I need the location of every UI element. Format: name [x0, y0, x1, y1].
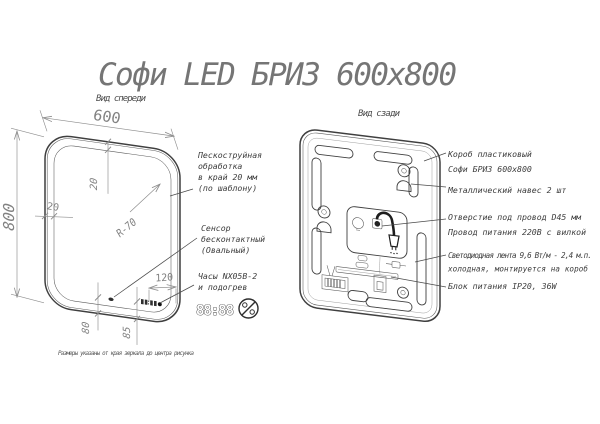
- annotation-power: Блок питания IP20, 36W: [448, 281, 558, 291]
- annotation-line: Сенсор: [201, 223, 231, 233]
- dim-sensor-bottom-value: 80: [81, 321, 92, 335]
- cable-exit-box: [373, 274, 387, 293]
- dim-radius-value: R-70: [114, 217, 139, 240]
- dim-tick: [104, 138, 112, 146]
- dim-tick: [41, 212, 49, 220]
- plug-icon: [388, 234, 400, 255]
- vent-slot: [373, 151, 413, 165]
- mirror-outline: [44, 135, 181, 323]
- annotation-sandblast: Пескоструйная обработка в край 20 мм (по…: [197, 150, 262, 193]
- annotation-line: холодная, монтируется на короб: [447, 265, 588, 274]
- dim-line-clock-width: [149, 283, 176, 292]
- power-supply-block: [321, 265, 349, 293]
- power-cord-icon: [375, 211, 396, 236]
- dim-height-value: 800: [0, 202, 18, 232]
- vent-slot: [347, 290, 369, 303]
- dim-tick: [133, 298, 141, 305]
- dimension-note: Размеры указаны от края зеркала до центр…: [58, 351, 195, 357]
- radius-leader: [129, 180, 160, 213]
- extension-line: [10, 127, 45, 138]
- annotation-line: и подогрев: [198, 282, 247, 292]
- leader-power: [390, 276, 447, 288]
- dim-tick: [94, 310, 102, 317]
- annotation-line: в край 20 мм: [198, 172, 258, 182]
- dim-line-width: [43, 118, 174, 136]
- extension-line: [39, 110, 48, 132]
- lamp-icon: [352, 217, 364, 231]
- hanger-icon: [316, 205, 332, 234]
- vent-slot: [416, 232, 427, 306]
- vent-slot: [311, 227, 322, 275]
- annotation-line: Светодиодная лента 9,6 Вт/м - 2,4 м.п.: [448, 251, 592, 260]
- annotation-line: (Овальный): [201, 245, 250, 255]
- annotation-hanger: Металлический навес 2 шт: [447, 185, 566, 195]
- clock-widget: [141, 298, 162, 307]
- terminal-icon: [386, 261, 406, 269]
- dim-tick: [94, 294, 102, 301]
- vent-slot: [408, 166, 419, 198]
- annotation-sensor: Сенсор бесконтактный (Овальный): [201, 223, 265, 255]
- dim-clock-bottom-value: 85: [122, 326, 133, 340]
- page-title: Софи LED БРИЗ 600x800: [98, 57, 458, 93]
- annotation-line: обработка: [198, 161, 242, 171]
- leader-clock: [159, 284, 195, 304]
- hanger-icon: [396, 164, 412, 193]
- annotation-line: Короб пластиковый: [447, 149, 532, 159]
- clock-digit: [154, 300, 157, 307]
- sensor-dot: [108, 297, 114, 302]
- cord-panel: [346, 206, 408, 259]
- back-box-outline: [299, 129, 441, 322]
- annotation-line: Софи БРИЗ 600x800: [448, 164, 532, 174]
- vent-slot: [311, 157, 322, 211]
- screw-icon: [397, 286, 409, 299]
- dim-tick: [133, 315, 141, 323]
- vent-slot: [314, 144, 354, 159]
- annotation-line: Пескоструйная: [197, 150, 262, 160]
- clock-display-icon: 88:88: [196, 303, 234, 319]
- annotation-led: Светодиодная лента 9,6 Вт/м - 2,4 м.п. х…: [447, 251, 592, 274]
- mirror-edge-line: [46, 138, 179, 320]
- dim-clock-width-value: 120: [155, 272, 175, 284]
- back-view-label: Вид сзади: [358, 109, 401, 119]
- annotation-line: Провод питания 220В с вилкой: [447, 227, 586, 237]
- leader-sensor: [113, 237, 198, 298]
- extension-line: [10, 293, 45, 304]
- annotation-line: Часы NX05B-2: [198, 271, 257, 281]
- leader-hanger: [410, 183, 447, 188]
- back-box-edge-line: [302, 132, 438, 319]
- leader-led: [414, 254, 447, 263]
- connector-icon: [355, 255, 369, 269]
- back-panel-line: [307, 137, 433, 314]
- leader-cord: [381, 218, 447, 227]
- clock-colon: [147, 303, 150, 305]
- annotation-body: Короб пластиковый Софи БРИЗ 600x800: [447, 149, 532, 174]
- annotation-line: (по шаблону): [198, 183, 257, 193]
- frost-zone-line: [53, 145, 172, 313]
- dim-tick: [104, 146, 112, 154]
- antifog-icon: [238, 298, 259, 319]
- led-strip: [335, 266, 399, 280]
- wire-icon: [326, 265, 336, 277]
- annotation-clock: Часы NX05B-2 и подогрев: [198, 271, 257, 292]
- clock-button-dot: [157, 302, 162, 307]
- dim-width-value: 600: [93, 106, 120, 128]
- cable-hole-icon: [372, 218, 383, 230]
- annotation-line: Отверстие под провод D45 мм: [448, 212, 582, 222]
- dim-edge-left-value: 20: [47, 201, 59, 214]
- annotation-line: бесконтактный: [201, 234, 265, 244]
- back-view: [299, 129, 441, 322]
- dim-edge-top-value: 20: [89, 177, 100, 191]
- clock-digit: [150, 300, 153, 306]
- vent-slot: [365, 297, 413, 312]
- dim-tick: [50, 212, 58, 220]
- front-view: 600 800 20 R-70 20: [0, 106, 181, 345]
- leader-sandblast: [169, 188, 194, 197]
- leader-body: [423, 152, 447, 162]
- clock-digit: [141, 298, 144, 305]
- annotation-cord: Отверстие под провод D45 мм Провод питан…: [447, 212, 586, 237]
- front-view-label: Вид спереди: [96, 94, 147, 104]
- clock-digit: [144, 299, 148, 305]
- extension-line: [170, 128, 179, 150]
